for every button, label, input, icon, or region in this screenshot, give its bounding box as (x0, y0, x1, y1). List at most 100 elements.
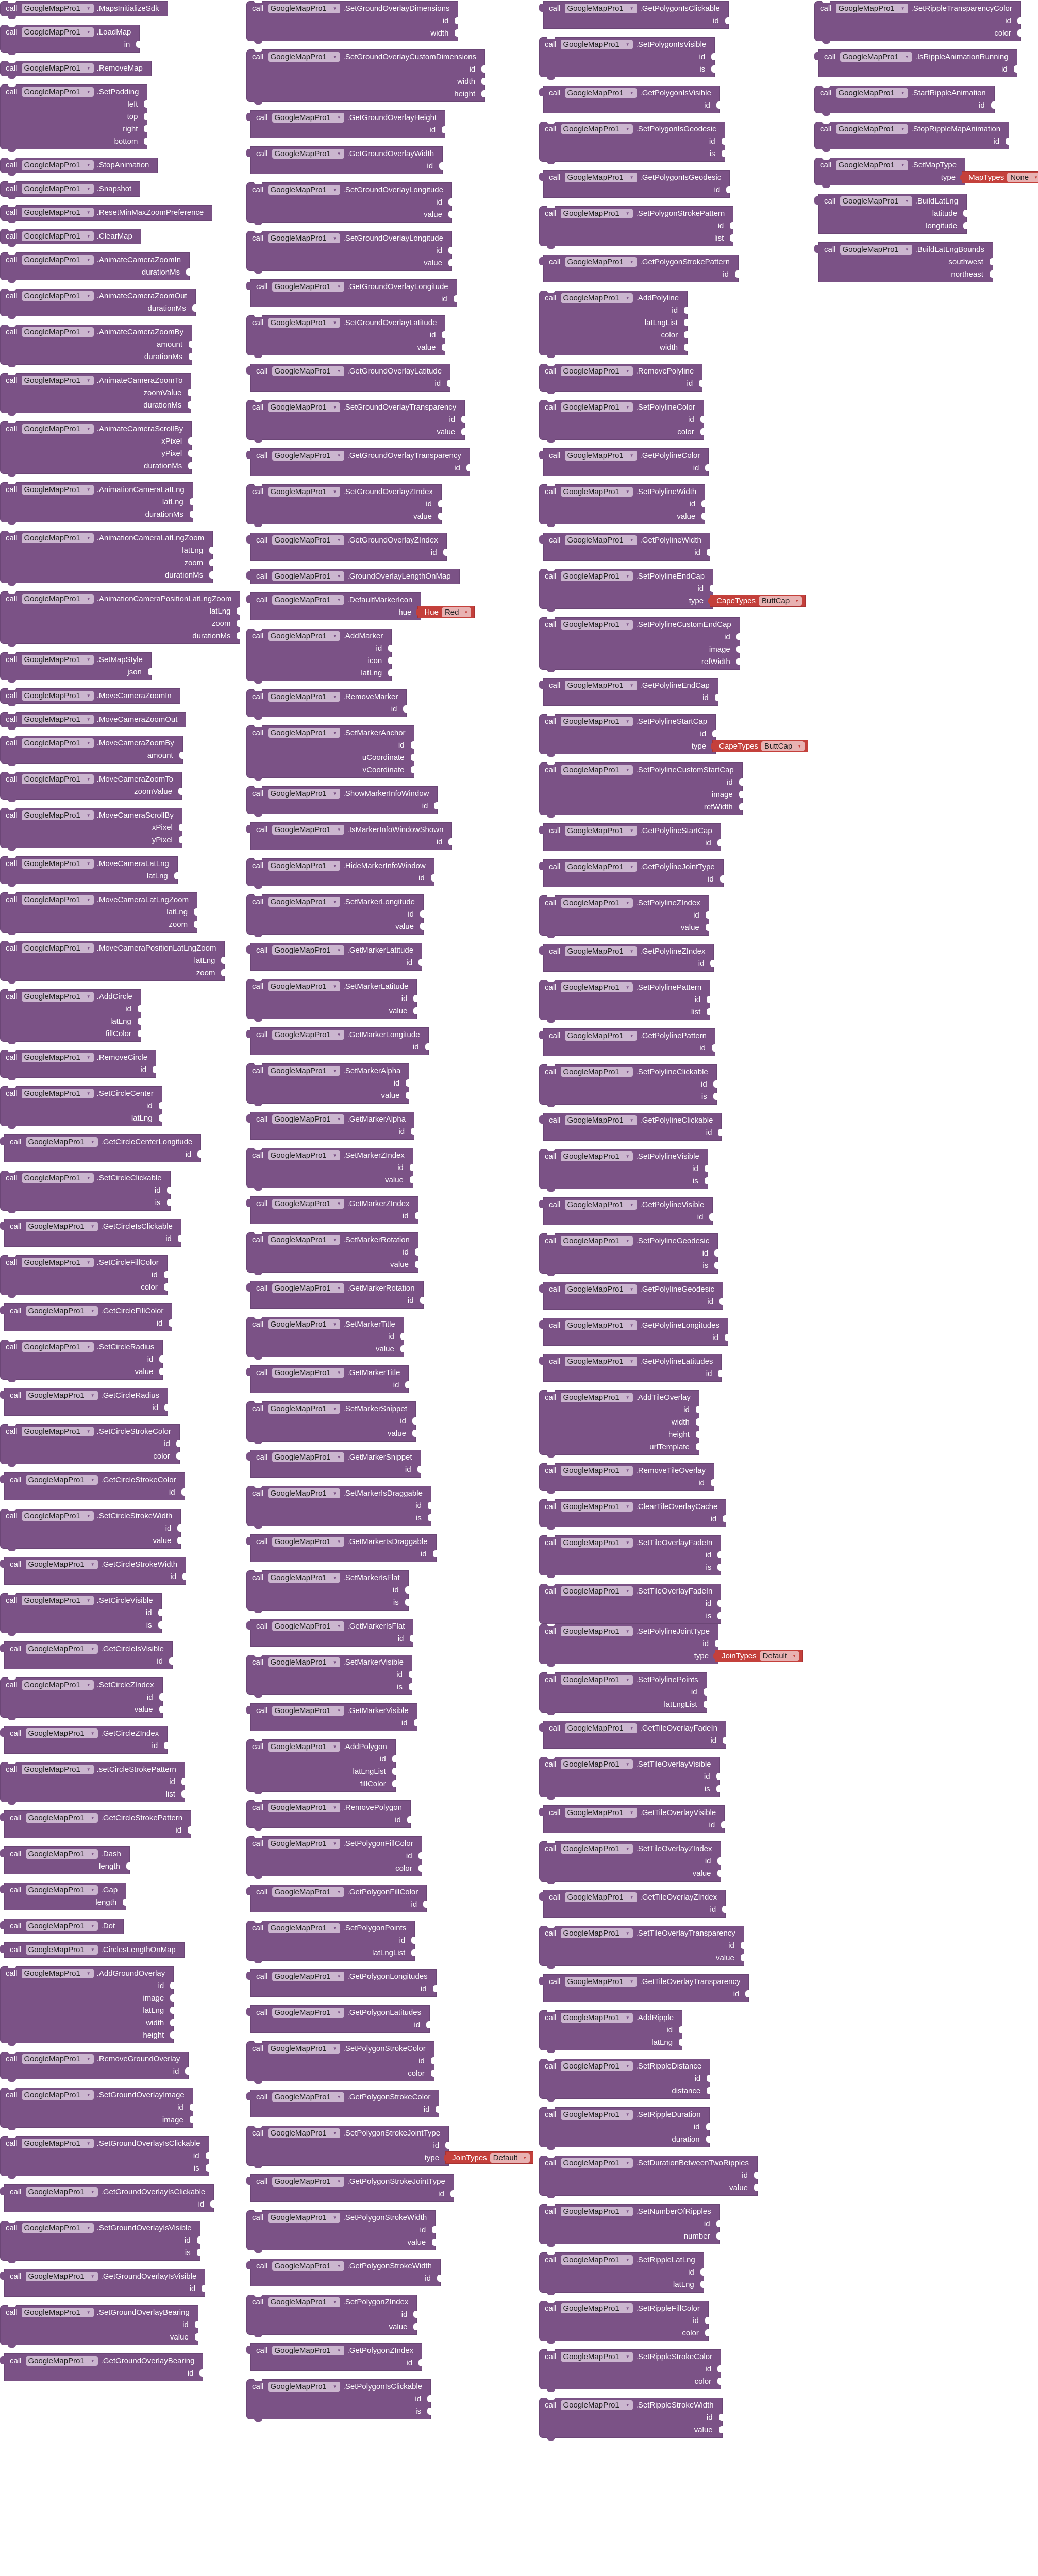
input-socket[interactable] (1017, 17, 1021, 24)
block-animate-camera-zoom-to[interactable]: callGoogleMapPro1▼AnimateCameraZoomTozoo… (0, 373, 192, 416)
component-dropdown[interactable]: GoogleMapPro1▼ (21, 27, 94, 37)
component-dropdown[interactable]: GoogleMapPro1▼ (272, 2176, 344, 2187)
input-socket[interactable] (684, 344, 688, 351)
input-socket[interactable] (159, 1355, 163, 1363)
component-dropdown[interactable]: GoogleMapPro1▼ (267, 691, 340, 702)
component-dropdown[interactable]: GoogleMapPro1▼ (272, 2092, 344, 2102)
input-socket[interactable] (412, 1417, 416, 1425)
input-socket[interactable] (714, 1249, 718, 1257)
block-get-tile-overlay-visible[interactable]: callGoogleMapPro1▼GetTileOverlayVisiblei… (539, 1805, 725, 1833)
input-socket[interactable] (194, 921, 198, 928)
block-set-polygon-is-visible[interactable]: callGoogleMapPro1▼SetPolygonIsVisibleidi… (539, 37, 715, 80)
component-dropdown[interactable]: GoogleMapPro1▼ (560, 1537, 633, 1548)
input-socket[interactable] (448, 198, 452, 206)
block-reset-min-max-zoom-preference[interactable]: callGoogleMapPro1▼ResetMinMaxZoomPrefere… (0, 205, 213, 223)
component-dropdown[interactable]: GoogleMapPro1▼ (25, 1559, 98, 1569)
component-dropdown[interactable]: GoogleMapPro1▼ (21, 2307, 94, 2317)
component-dropdown[interactable]: GoogleMapPro1▼ (267, 2297, 340, 2307)
input-socket[interactable] (438, 513, 442, 520)
input-socket[interactable] (209, 571, 213, 579)
component-dropdown[interactable]: GoogleMapPro1▼ (560, 293, 633, 303)
block-build-lat-lng[interactable]: callGoogleMapPro1▼BuildLatLnglatitudelon… (814, 194, 967, 234)
input-socket[interactable] (196, 2249, 200, 2256)
input-socket[interactable] (189, 2104, 193, 2111)
component-dropdown[interactable]: GoogleMapPro1▼ (564, 825, 637, 836)
input-socket[interactable] (237, 620, 241, 627)
component-dropdown[interactable]: GoogleMapPro1▼ (560, 1674, 633, 1685)
input-socket[interactable] (388, 645, 392, 652)
block-set-polyline-width[interactable]: callGoogleMapPro1▼SetPolylineWidthidvalu… (539, 484, 706, 527)
input-socket[interactable] (189, 511, 193, 518)
input-socket[interactable] (170, 1994, 174, 2002)
input-socket[interactable] (413, 1719, 417, 1726)
block-set-ripple-lat-lng[interactable]: callGoogleMapPro1▼SetRippleLatLngidlatLn… (539, 2252, 704, 2295)
input-socket[interactable] (411, 1937, 415, 1944)
input-socket[interactable] (413, 1007, 417, 1014)
input-socket[interactable] (717, 1551, 722, 1558)
block-animation-camera-lat-lng-zoom[interactable]: callGoogleMapPro1▼AnimationCameraLatLngZ… (0, 531, 213, 586)
component-dropdown[interactable]: GoogleMapPro1▼ (25, 1390, 98, 1400)
block-add-polyline[interactable]: callGoogleMapPro1▼AddPolylineidlatLngLis… (539, 291, 688, 358)
input-socket[interactable] (153, 1066, 157, 1073)
block-set-polyline-zindex[interactable]: callGoogleMapPro1▼SetPolylineZIndexidval… (539, 895, 709, 938)
component-dropdown[interactable]: GoogleMapPro1▼ (267, 1657, 340, 1667)
input-socket[interactable] (182, 1573, 187, 1580)
component-dropdown[interactable]: GoogleMapPro1▼ (564, 1723, 637, 1733)
block-animate-camera-zoom-by[interactable]: callGoogleMapPro1▼AnimateCameraZoomByamo… (0, 325, 193, 367)
input-socket[interactable] (176, 1440, 180, 1447)
block-get-ground-overlay-transparency[interactable]: callGoogleMapPro1▼GetGroundOverlayTransp… (246, 448, 470, 476)
input-socket[interactable] (705, 2317, 709, 2324)
block-set-marker-is-draggable[interactable]: callGoogleMapPro1▼SetMarkerIsDraggableid… (246, 1486, 431, 1529)
component-dropdown[interactable]: GoogleMapPro1▼ (21, 327, 94, 337)
input-socket[interactable] (740, 1954, 744, 1961)
input-socket[interactable] (178, 788, 182, 795)
block-animation-camera-position-lat-lng-zoom[interactable]: callGoogleMapPro1▼AnimationCameraPositio… (0, 591, 241, 647)
input-socket[interactable] (717, 839, 721, 846)
input-socket[interactable] (466, 464, 470, 471)
input-socket[interactable] (432, 1550, 437, 1557)
component-dropdown[interactable]: GoogleMapPro1▼ (267, 1572, 340, 1583)
input-socket[interactable] (448, 247, 452, 254)
input-socket[interactable] (734, 270, 739, 278)
input-socket[interactable] (126, 1862, 130, 1870)
component-dropdown[interactable]: GoogleMapPro1▼ (560, 1843, 633, 1854)
block-set-polygon-stroke-pattern[interactable]: callGoogleMapPro1▼SetPolygonStrokePatter… (539, 206, 734, 249)
input-socket[interactable] (718, 2414, 723, 2421)
input-socket[interactable] (413, 2311, 417, 2318)
component-dropdown[interactable]: GoogleMapPro1▼ (21, 423, 94, 434)
block-set-marker-latitude[interactable]: callGoogleMapPro1▼SetMarkerLatitudeidval… (246, 979, 417, 1022)
input-socket[interactable] (137, 1005, 141, 1012)
component-dropdown[interactable]: GoogleMapPro1▼ (25, 1812, 98, 1823)
block-animation-camera-lat-lng[interactable]: callGoogleMapPro1▼AnimationCameraLatLngl… (0, 482, 193, 525)
block-get-polygon-is-clickable[interactable]: callGoogleMapPro1▼GetPolygonIsClickablei… (539, 1, 729, 29)
input-socket[interactable] (717, 1612, 722, 1619)
input-socket[interactable] (420, 923, 424, 930)
input-socket[interactable] (196, 2236, 200, 2244)
block-set-ground-overlay-longitude[interactable]: callGoogleMapPro1▼SetGroundOverlayLongit… (246, 182, 452, 225)
input-socket[interactable] (194, 908, 198, 916)
component-dropdown[interactable]: GoogleMapPro1▼ (840, 244, 912, 255)
component-dropdown[interactable]: GoogleMapPro1▼ (267, 727, 340, 738)
component-dropdown[interactable]: GoogleMapPro1▼ (21, 1595, 94, 1605)
block-clear-tile-overlay-cache[interactable]: callGoogleMapPro1▼ClearTileOverlayCachei… (539, 1499, 727, 1530)
input-socket[interactable] (186, 268, 190, 276)
input-socket[interactable] (703, 1688, 707, 1696)
input-socket[interactable] (427, 1502, 431, 1509)
component-dropdown[interactable]: GoogleMapPro1▼ (21, 810, 94, 820)
component-dropdown[interactable]: GoogleMapPro1▼ (25, 1944, 98, 1955)
block-set-ground-overlay-custom-dimensions[interactable]: callGoogleMapPro1▼SetGroundOverlayCustom… (246, 49, 485, 105)
component-dropdown[interactable]: GoogleMapPro1▼ (21, 594, 94, 604)
component-dropdown[interactable]: GoogleMapPro1▼ (267, 896, 340, 907)
block-set-ground-overlay-image[interactable]: callGoogleMapPro1▼SetGroundOverlayImagei… (0, 2088, 193, 2130)
